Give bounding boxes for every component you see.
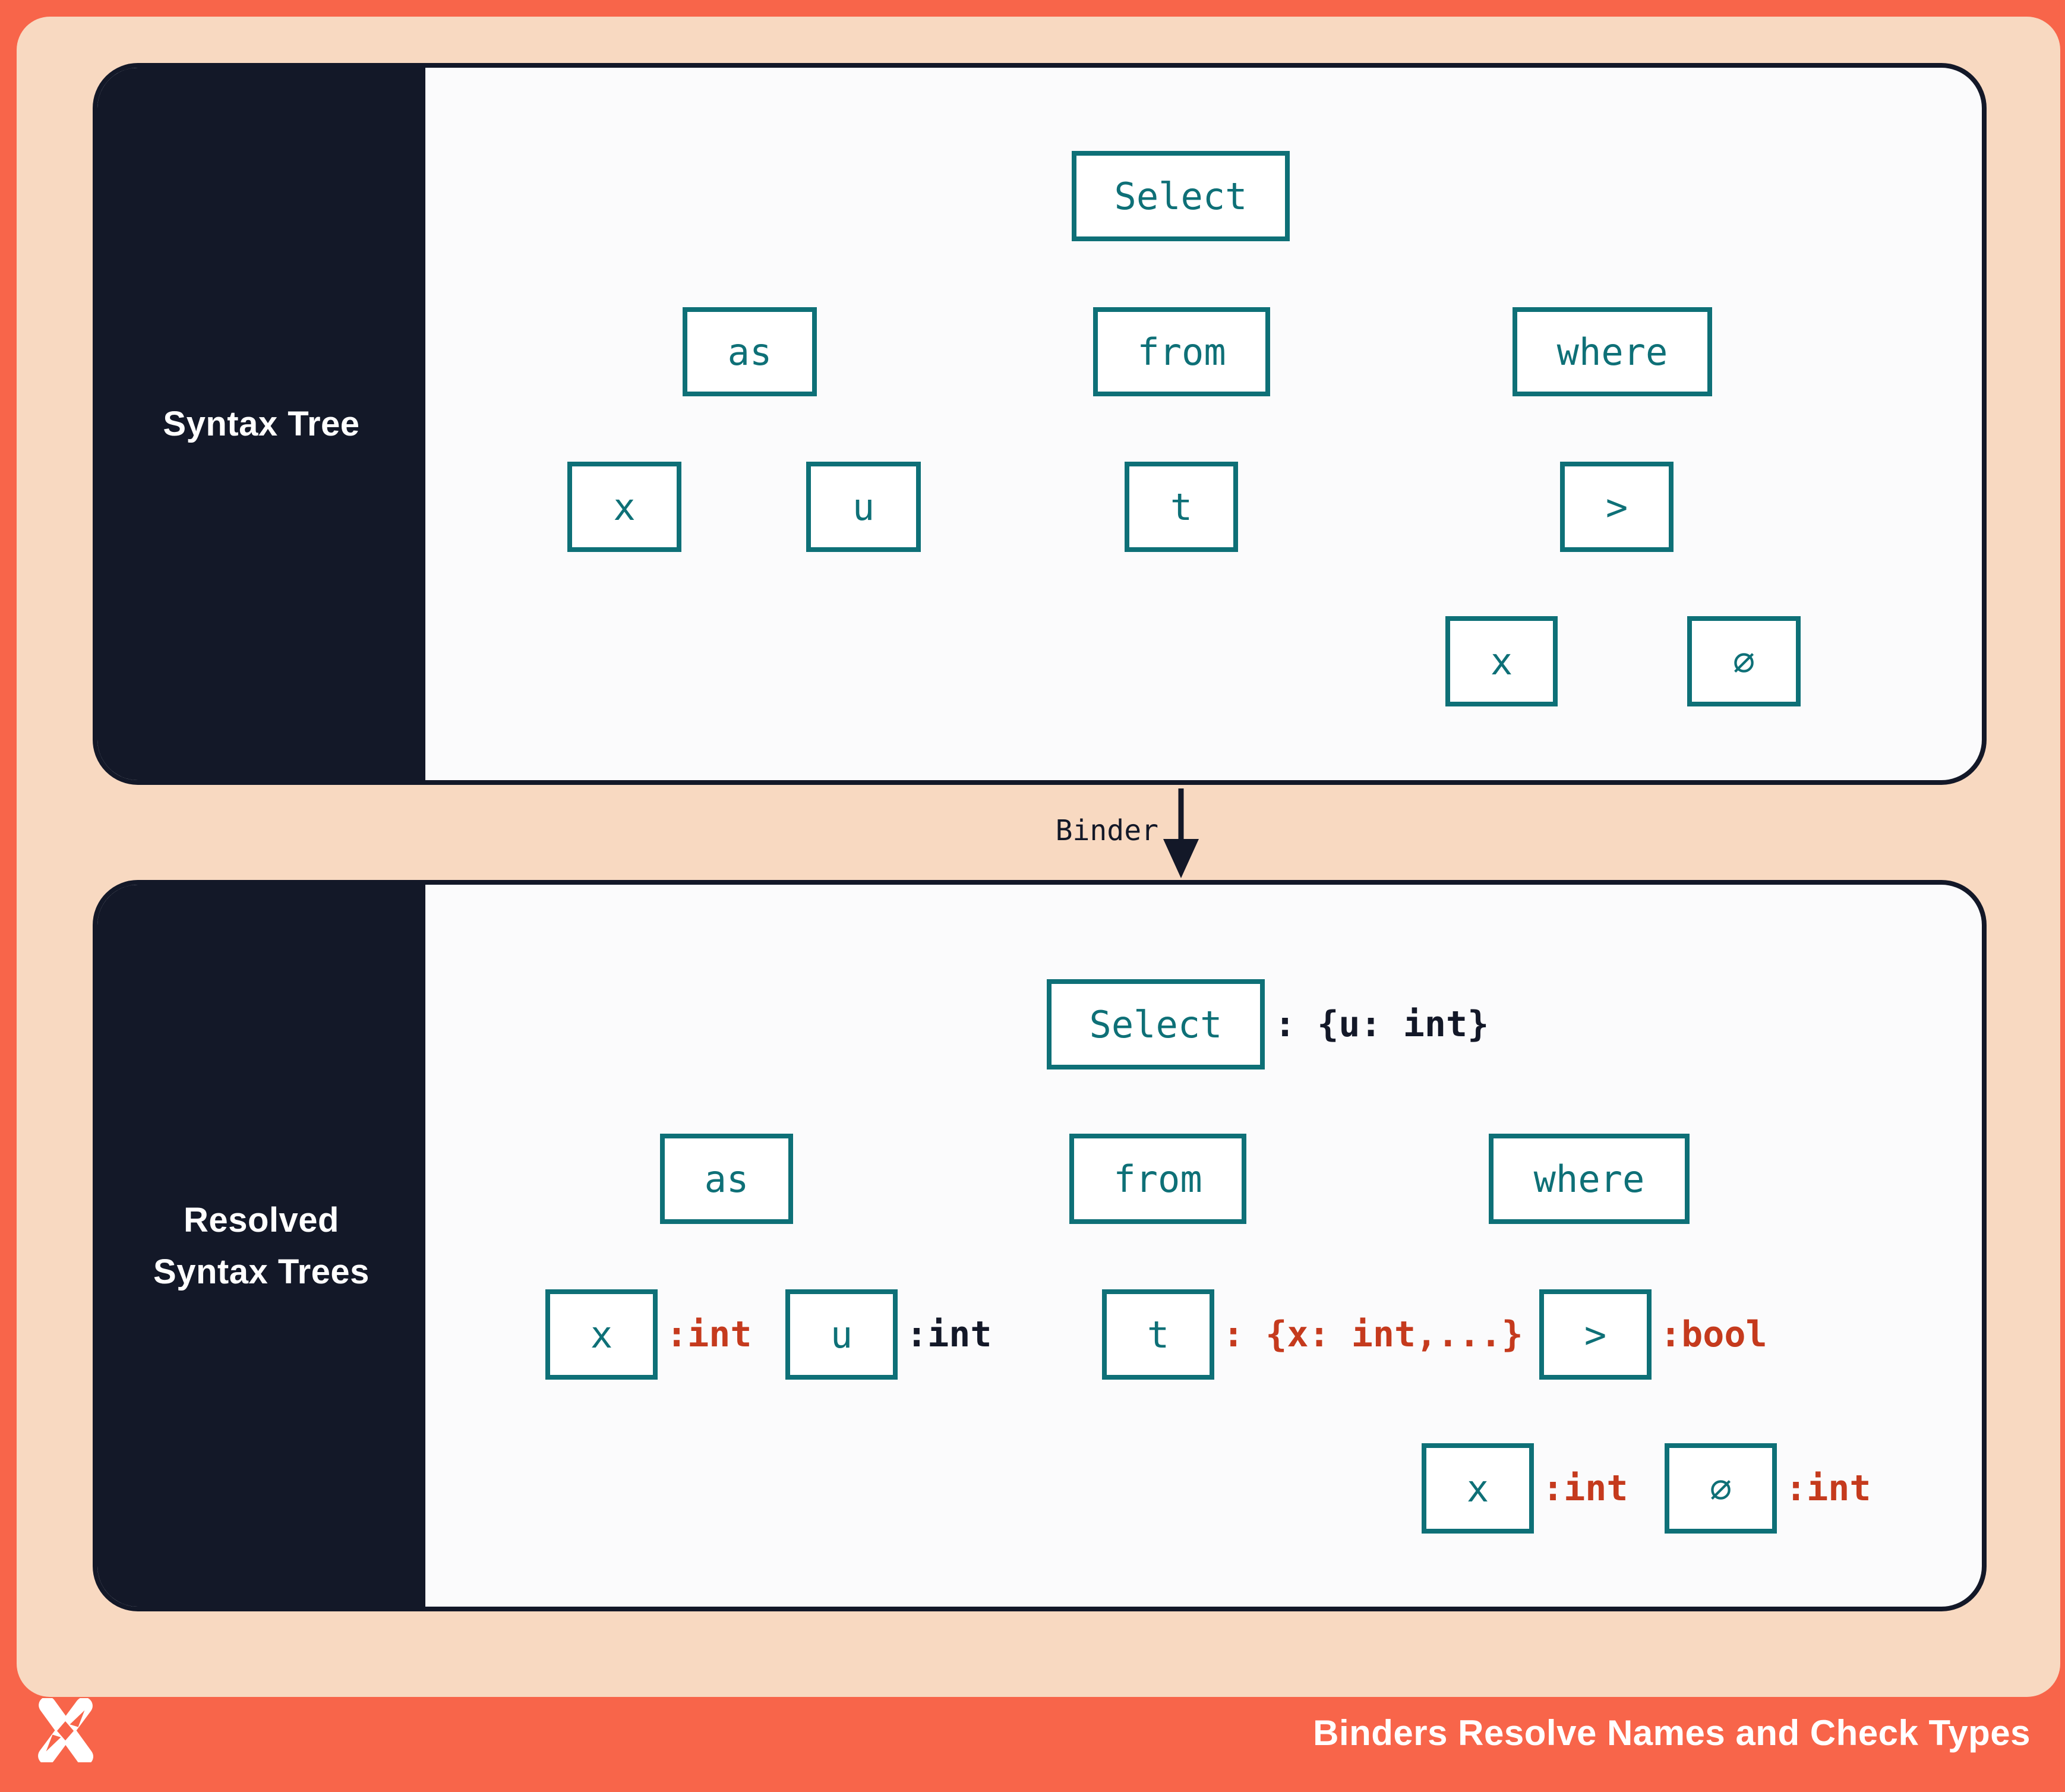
binder-label: Binder xyxy=(1055,814,1158,847)
syntax-tree-title: Syntax Tree xyxy=(163,405,360,443)
tree1-node-select: Select xyxy=(1072,151,1290,241)
tree2-node-x-gt: x xyxy=(1422,1443,1534,1534)
tree1-node-from: from xyxy=(1093,307,1270,396)
tree2-node-select: Select xyxy=(1047,979,1265,1069)
tree1-node-gt: > xyxy=(1560,462,1674,552)
brand-x-logo xyxy=(38,1698,93,1762)
syntax-tree-sidebar: Syntax Tree xyxy=(97,68,425,780)
tree1-node-x-as: x xyxy=(567,462,681,552)
tree1-node-t: t xyxy=(1125,462,1238,552)
annotation-u-type: :int xyxy=(906,1314,992,1355)
annotation-x-as-type: :int xyxy=(666,1314,752,1355)
tree2-node-t: t xyxy=(1102,1289,1214,1380)
tree2-node-where: where xyxy=(1489,1134,1690,1224)
resolved-title-line2: Syntax Trees xyxy=(153,1252,370,1291)
annotation-x-gt-type: :int xyxy=(1542,1468,1628,1509)
annotation-zero-type: :int xyxy=(1785,1468,1871,1509)
annotation-gt-type: :bool xyxy=(1660,1314,1767,1355)
resolved-syntax-trees-sidebar: Resolved Syntax Trees xyxy=(97,885,425,1607)
tree1-node-where: where xyxy=(1513,307,1712,396)
annotation-t-type: : {x: int,...} xyxy=(1223,1314,1523,1355)
tree2-node-gt: > xyxy=(1539,1289,1652,1380)
tree1-node-zero: ∅ xyxy=(1687,616,1801,706)
tree1-node-x-gt: x xyxy=(1445,616,1558,706)
tree2-node-as: as xyxy=(660,1134,793,1224)
resolved-title-line1: Resolved xyxy=(184,1200,339,1239)
tree2-node-from: from xyxy=(1069,1134,1246,1224)
tree1-node-u: u xyxy=(806,462,921,552)
annotation-select-type: : {u: int} xyxy=(1274,1004,1489,1045)
tree2-node-u: u xyxy=(785,1289,898,1380)
syntax-tree-panel: Syntax Tree xyxy=(93,63,1987,785)
tree2-node-x-as: x xyxy=(545,1289,658,1380)
footer-title: Binders Resolve Names and Check Types xyxy=(1313,1713,2031,1753)
tree2-node-zero: ∅ xyxy=(1665,1443,1777,1534)
tree1-node-as: as xyxy=(683,307,817,396)
